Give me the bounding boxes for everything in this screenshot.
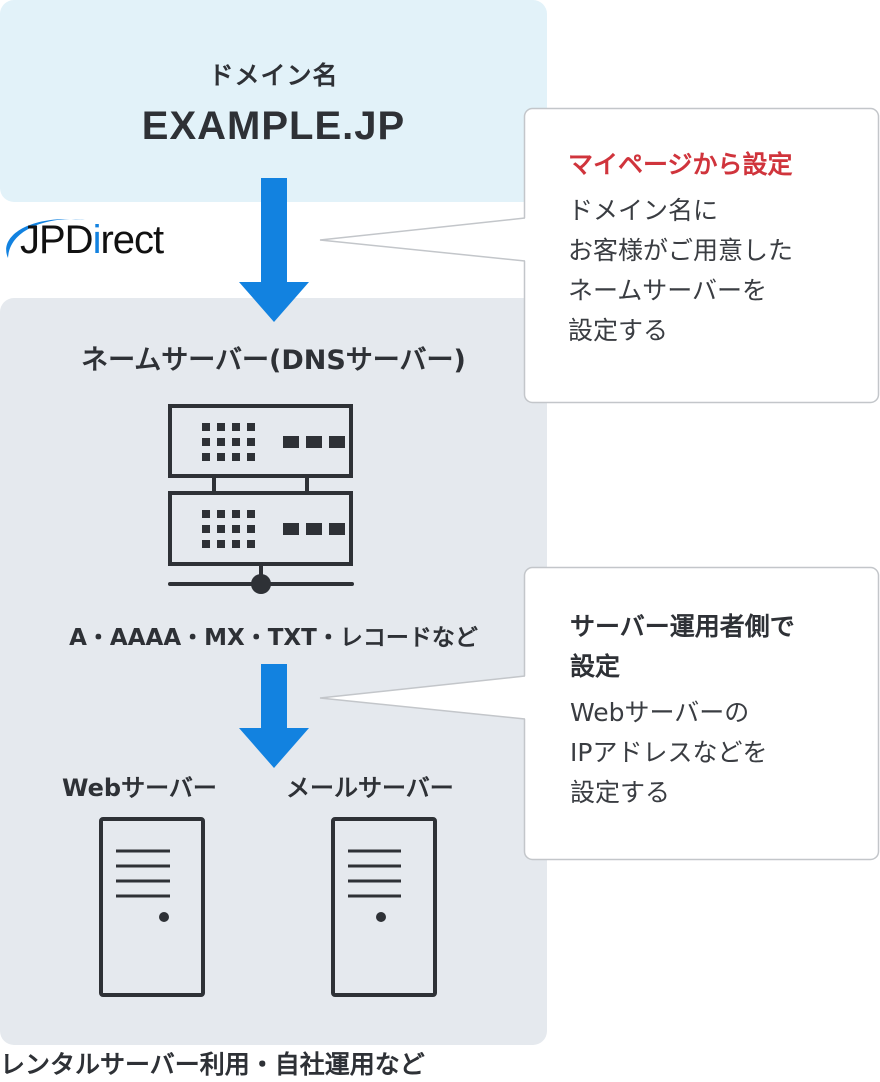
jpdirect-logo: JPDirect <box>0 206 190 266</box>
web-server-icon <box>99 817 205 997</box>
callout-body-line: 設定する <box>570 778 671 807</box>
mail-server-label: メールサーバー <box>286 774 454 802</box>
rack-dot <box>217 540 225 548</box>
logo-swoosh-icon <box>6 218 85 258</box>
rack-dot <box>247 510 255 518</box>
rack-drive-block <box>283 436 299 448</box>
mail-server-icon <box>331 817 437 997</box>
rack-dot <box>247 423 255 431</box>
rack-dot <box>202 453 210 461</box>
rack-drive-block <box>329 523 345 535</box>
rack-dot <box>247 453 255 461</box>
nameserver-title: ネームサーバー(DNSサーバー) <box>81 345 466 376</box>
domain-value: EXAMPLE.JP <box>141 104 406 148</box>
rack-dot <box>202 423 210 431</box>
rack-drive-block <box>306 523 322 535</box>
logo-text-rect: rect <box>100 218 164 262</box>
callout-body-line: ドメイン名に <box>568 196 719 225</box>
logo-text-i: i <box>92 218 102 262</box>
logo-text-jpd: JPD <box>20 218 94 262</box>
callout-title: 設定 <box>570 652 621 681</box>
rack-dot <box>202 525 210 533</box>
domain-label: ドメイン名 <box>208 61 339 90</box>
rack-dot <box>217 423 225 431</box>
rack-drive-block <box>306 436 322 448</box>
rack-drive-block <box>283 523 299 535</box>
domain-box <box>0 0 547 202</box>
rack-dot <box>202 438 210 446</box>
callout-body-line: お客様がご用意した <box>568 236 794 265</box>
callout-box <box>319 566 880 861</box>
callout-title: マイページから設定 <box>568 150 793 179</box>
rack-dot <box>202 510 210 518</box>
callout-title: サーバー運用者側で <box>570 612 795 641</box>
arrow-down-icon <box>239 178 309 322</box>
callout-body-line: 設定する <box>568 316 669 345</box>
dns-server-rack-icon <box>168 404 354 594</box>
web-server-label: Webサーバー <box>62 774 217 802</box>
rack-dot <box>217 453 225 461</box>
rack-indicator-dots <box>202 423 345 548</box>
rack-dot <box>232 453 240 461</box>
callout-mypage: マイページから設定 ドメイン名に お客様がご用意した ネームサーバーを 設定する <box>568 145 793 351</box>
rack-dot <box>247 438 255 446</box>
callout-server-operator: サーバー運用者側で 設定 Webサーバーの IPアドレスなどを 設定する <box>570 607 795 813</box>
rack-dot <box>232 510 240 518</box>
rack-dot <box>247 540 255 548</box>
dns-records-label: A・AAAA・MX・TXT・レコードなど <box>69 625 478 651</box>
callout-body-line: ネームサーバーを <box>568 276 768 305</box>
rack-drive-block <box>329 436 345 448</box>
rack-dot <box>232 423 240 431</box>
rack-dot <box>232 438 240 446</box>
callout-body-line: IPアドレスなどを <box>570 738 768 767</box>
rack-dot <box>217 438 225 446</box>
rack-dot <box>247 525 255 533</box>
rack-dot <box>232 540 240 548</box>
rack-dot <box>232 525 240 533</box>
rack-dot <box>202 540 210 548</box>
footer-note: レンタルサーバー利用・自社運用など <box>0 1050 425 1079</box>
rack-dot <box>217 525 225 533</box>
arrow-down-icon <box>239 664 309 768</box>
callout-box <box>319 107 880 404</box>
rack-dot <box>217 510 225 518</box>
callout-body-line: Webサーバーの <box>570 698 750 727</box>
